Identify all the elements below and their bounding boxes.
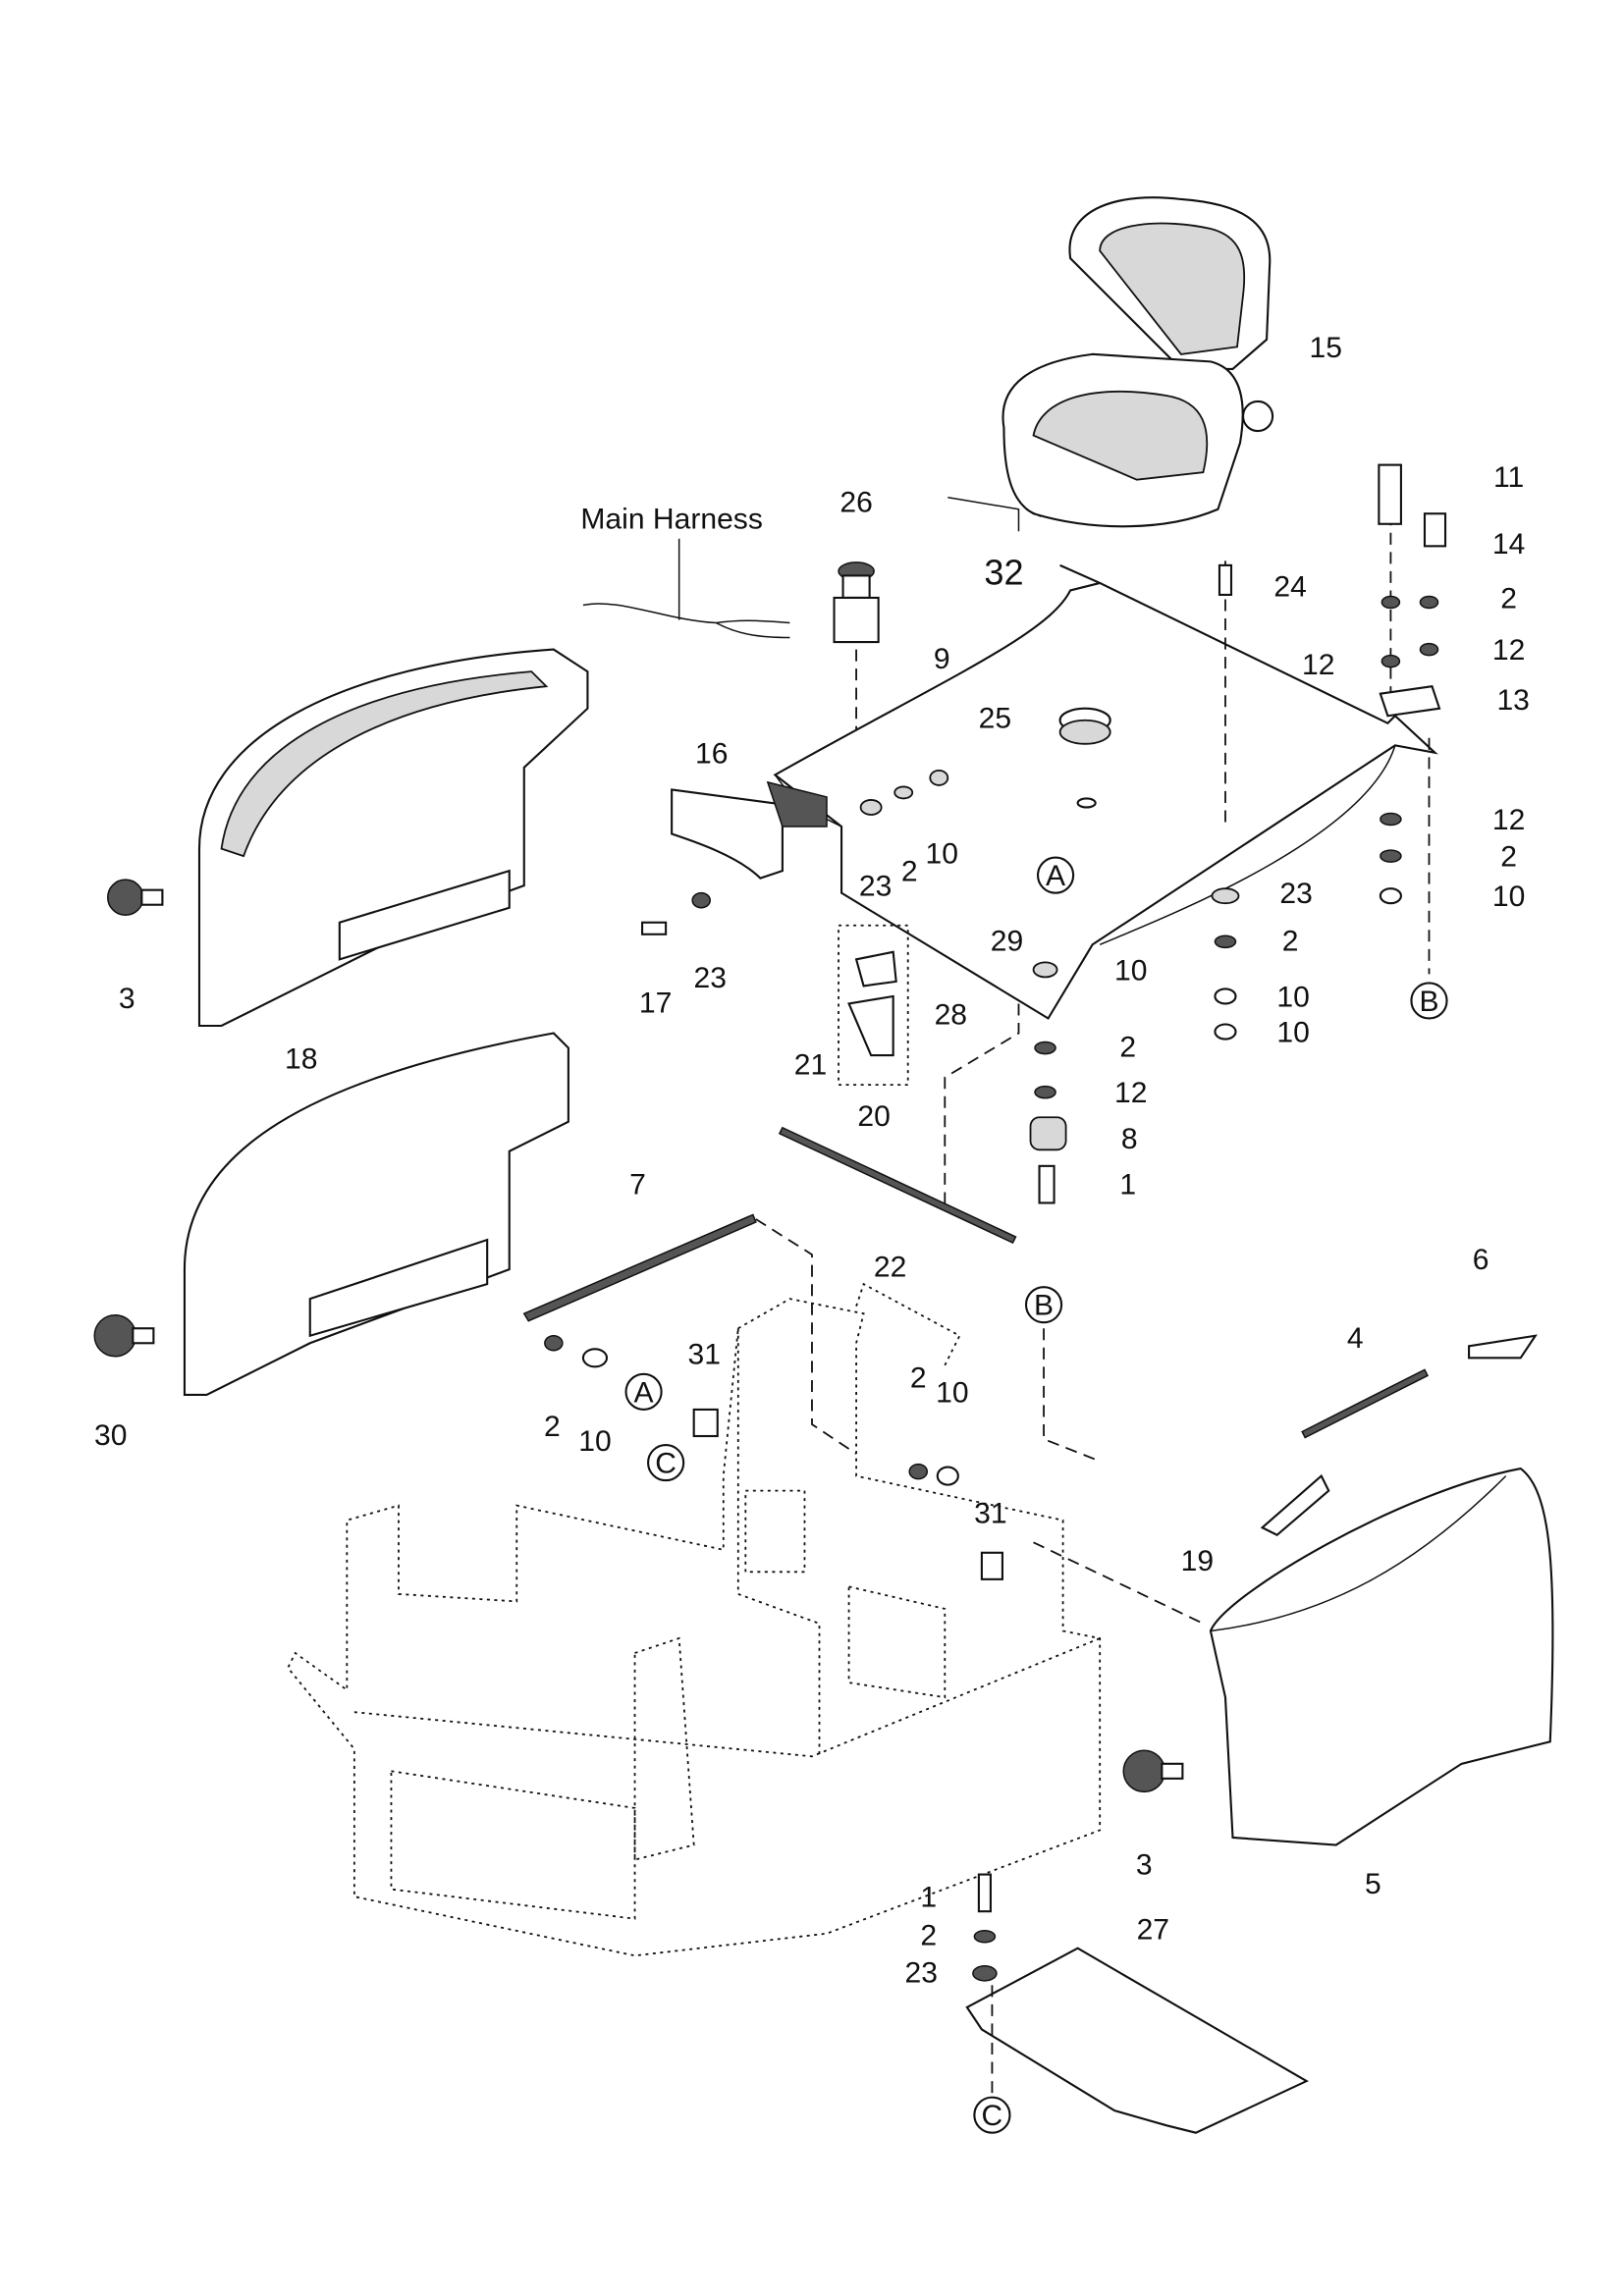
callout-22: 22 bbox=[874, 1252, 906, 1284]
callout-28: 28 bbox=[935, 998, 967, 1031]
callout-2: 2 bbox=[1500, 582, 1517, 614]
callout-2: 2 bbox=[1282, 925, 1299, 957]
callout-10: 10 bbox=[1276, 981, 1309, 1013]
strip-22 bbox=[778, 1126, 1017, 1245]
callout-2: 2 bbox=[901, 856, 918, 888]
bolt-11 bbox=[1378, 463, 1402, 525]
callout-23: 23 bbox=[859, 871, 892, 903]
callout-15: 15 bbox=[1310, 332, 1342, 364]
machine-frame bbox=[287, 1282, 1102, 1957]
bracket-19 bbox=[1260, 1473, 1330, 1536]
callout-9: 9 bbox=[934, 643, 950, 675]
callout-8: 8 bbox=[1121, 1123, 1138, 1155]
bracket-13 bbox=[1379, 685, 1441, 718]
callout-10: 10 bbox=[1492, 881, 1525, 913]
callout-10: 10 bbox=[926, 838, 958, 871]
trim-6 bbox=[1468, 1334, 1538, 1360]
callout-10: 10 bbox=[936, 1376, 968, 1409]
mount-8 bbox=[1029, 1116, 1067, 1151]
reference-marker-letter: B bbox=[1034, 1290, 1054, 1322]
latch-20 bbox=[838, 924, 909, 1087]
main-harness bbox=[582, 603, 790, 639]
callout-11: 11 bbox=[1493, 461, 1524, 494]
callout-20: 20 bbox=[857, 1100, 890, 1133]
bolt-14 bbox=[1423, 512, 1447, 548]
knob-30 bbox=[93, 1313, 155, 1358]
side-cover-18-upper bbox=[197, 648, 589, 1028]
callout-14: 14 bbox=[1492, 528, 1525, 561]
callout-16: 16 bbox=[695, 737, 728, 770]
callout-31: 31 bbox=[974, 1498, 1006, 1530]
callout-23: 23 bbox=[1279, 878, 1312, 910]
callout-2: 2 bbox=[1119, 1032, 1136, 1064]
reference-marker-B: B bbox=[1024, 1286, 1063, 1324]
reference-marker-B: B bbox=[1410, 982, 1448, 1020]
floor-plate-9 bbox=[773, 563, 1438, 1020]
callout-2: 2 bbox=[920, 1920, 937, 1952]
callout-5: 5 bbox=[1365, 1868, 1381, 1900]
callout-17: 17 bbox=[639, 987, 672, 1019]
callout-25: 25 bbox=[979, 702, 1011, 734]
strip-4 bbox=[1301, 1368, 1429, 1439]
callout-1: 1 bbox=[920, 1882, 937, 1914]
reference-marker-letter: C bbox=[982, 2100, 1003, 2132]
callout-12: 12 bbox=[1302, 649, 1334, 681]
callout-10: 10 bbox=[1114, 954, 1147, 987]
main-harness-label: Main Harness bbox=[580, 503, 762, 535]
reference-marker-A: A bbox=[1036, 856, 1075, 894]
callout-3: 3 bbox=[119, 983, 135, 1015]
callout-6: 6 bbox=[1473, 1244, 1489, 1276]
callout-26: 26 bbox=[839, 487, 872, 519]
reference-marker-letter: A bbox=[1046, 860, 1065, 892]
callout-13: 13 bbox=[1496, 684, 1529, 717]
callout-21: 21 bbox=[794, 1049, 827, 1082]
callout-1: 1 bbox=[1119, 1168, 1136, 1201]
callout-31: 31 bbox=[687, 1338, 720, 1370]
callout-30: 30 bbox=[94, 1419, 127, 1452]
callout-23: 23 bbox=[905, 1956, 938, 1989]
callout-10: 10 bbox=[1276, 1017, 1309, 1049]
callout-4: 4 bbox=[1347, 1322, 1364, 1355]
reference-marker-letter: C bbox=[655, 1448, 677, 1480]
gas-spring-7 bbox=[522, 1213, 757, 1322]
callout-12: 12 bbox=[1114, 1077, 1147, 1109]
callout-12: 12 bbox=[1492, 634, 1525, 667]
reference-marker-letter: B bbox=[1419, 986, 1438, 1018]
callout-24: 24 bbox=[1273, 570, 1306, 603]
callout-2: 2 bbox=[1500, 841, 1517, 874]
knob-3-right bbox=[1122, 1749, 1184, 1793]
callout-2: 2 bbox=[544, 1411, 561, 1443]
fasteners bbox=[544, 595, 1439, 1580]
callout-19: 19 bbox=[1181, 1545, 1214, 1577]
reference-marker-C: C bbox=[973, 2096, 1011, 2134]
knob-3-left bbox=[107, 879, 164, 916]
cover-plate-27 bbox=[965, 1947, 1309, 2134]
reference-marker-A: A bbox=[624, 1372, 663, 1411]
switch-26 bbox=[833, 561, 880, 768]
callout-7: 7 bbox=[629, 1168, 646, 1201]
callout-29: 29 bbox=[991, 925, 1023, 957]
callout-23: 23 bbox=[694, 962, 727, 994]
callout-27: 27 bbox=[1137, 1914, 1169, 1947]
callout-3: 3 bbox=[1136, 1849, 1153, 1882]
handle-16 bbox=[671, 788, 784, 880]
side-cover-18-lower bbox=[183, 1032, 569, 1396]
side-cover-5 bbox=[1033, 1467, 1554, 1846]
seat bbox=[1001, 196, 1274, 528]
callout-32: 32 bbox=[984, 552, 1023, 592]
callout-12: 12 bbox=[1492, 804, 1525, 836]
grommet-25 bbox=[1058, 707, 1111, 809]
reference-marker-C: C bbox=[647, 1443, 685, 1482]
callout-18: 18 bbox=[285, 1043, 317, 1076]
reference-marker-letter: A bbox=[634, 1376, 654, 1409]
callout-2: 2 bbox=[910, 1362, 927, 1394]
connector-32 bbox=[947, 496, 1042, 532]
callout-10: 10 bbox=[578, 1425, 611, 1458]
